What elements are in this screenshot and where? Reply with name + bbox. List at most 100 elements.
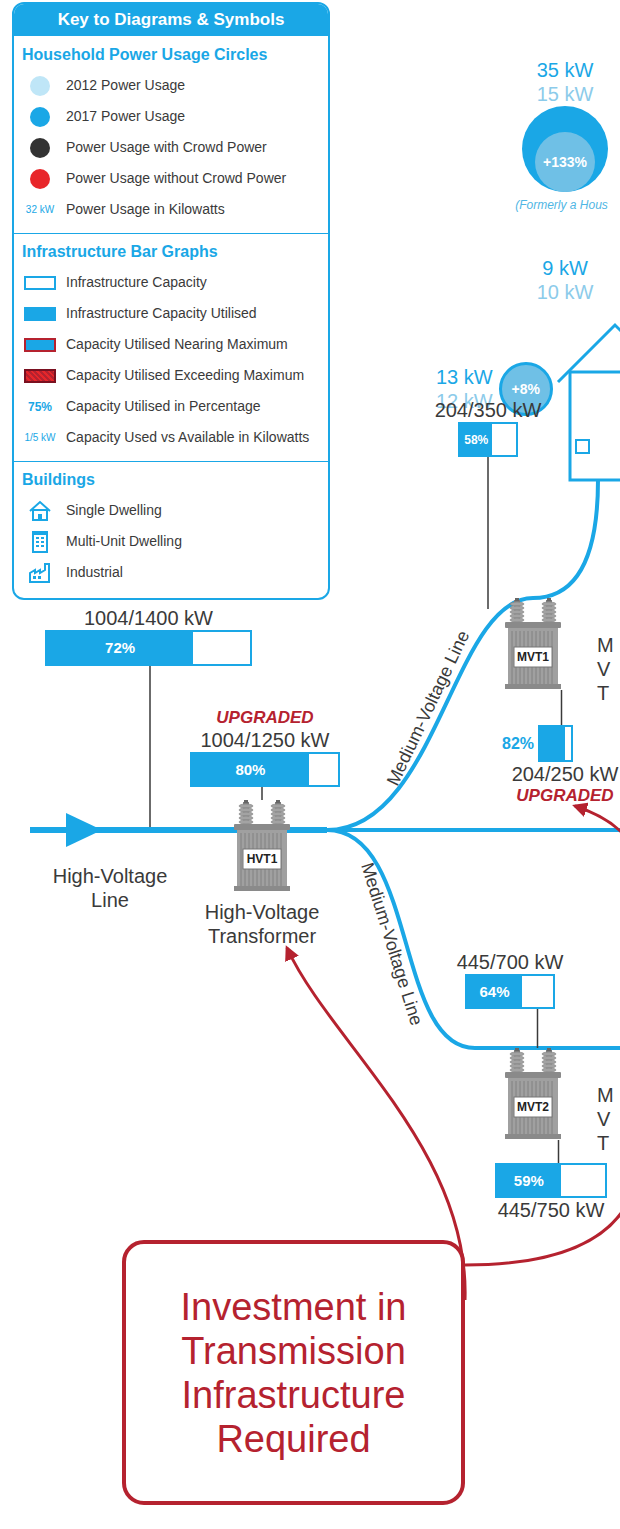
legend-sample [20, 70, 60, 101]
graphic-part [38, 576, 41, 579]
percent-label: 80% [192, 761, 309, 779]
graphic-part [542, 602, 556, 606]
graphic-part [33, 576, 36, 579]
capacity-bar-graph: 204/350 kW58% [428, 398, 548, 457]
graphic-part [542, 1060, 556, 1064]
legend-sample [20, 163, 60, 194]
legend-sample [20, 329, 60, 360]
legend-text: Single Dwelling [66, 495, 162, 526]
capacity-used: 72% [47, 632, 193, 664]
usage-2012-kw: 10 kW [525, 280, 605, 304]
graphic-part [36, 545, 39, 547]
bar-leader [261, 787, 263, 800]
bar-leader [561, 690, 563, 725]
capacity-bar-graph: 445/700 kW64% [450, 950, 570, 1009]
graphic-part [510, 606, 524, 610]
transformer: HVT1High-Voltage Transformer [197, 800, 327, 948]
graphic-part [30, 564, 49, 582]
graphic-part [239, 808, 253, 812]
house-wall [570, 372, 620, 480]
legend-sample-text: 1/5 kW [24, 432, 55, 443]
capacity-value: 1004/1250 kW [190, 728, 340, 752]
graphic-part [239, 804, 253, 808]
medium-voltage-line [327, 828, 620, 832]
graphic-part [32, 531, 48, 534]
transformer-icon: MVT1 [505, 598, 561, 690]
graphic-part [505, 1072, 561, 1078]
legend-divider [14, 461, 328, 462]
bar-row: 80% [190, 752, 340, 787]
legend-sample [20, 101, 60, 132]
graphic-part [28, 500, 52, 522]
legend-sample-text: 32 kW [26, 204, 54, 215]
callout-box: Investment in Transmission Infrastructur… [122, 1240, 465, 1505]
transformer-graphic [505, 1048, 561, 1140]
medium-voltage-line [327, 830, 533, 1048]
legend-row: Industrial [14, 557, 328, 588]
legend-row: Infrastructure Capacity Utilised [14, 298, 328, 329]
legend-text: Capacity Utilised Nearing Maximum [66, 329, 288, 360]
percent-label: 58% [460, 431, 492, 449]
graphic-part [36, 537, 39, 539]
legend-swatch [30, 169, 50, 189]
legend-row: 2012 Power Usage [14, 70, 328, 101]
graphic-part [505, 684, 561, 689]
legend-text: Infrastructure Capacity Utilised [66, 298, 257, 329]
legend-panel: Key to Diagrams & SymbolsHousehold Power… [12, 2, 330, 600]
legend-row: 32 kWPower Usage in Kilowatts [14, 194, 328, 225]
medium-voltage-line [327, 598, 533, 830]
legend-row: 1/5 kWCapacity Used vs Available in Kilo… [14, 422, 328, 453]
graphic-part [514, 1097, 552, 1117]
capacity-outline-sample [24, 276, 56, 290]
legend-sample [20, 360, 60, 391]
graphic-part [237, 830, 287, 890]
graphic-part [511, 1081, 512, 1135]
legend-sample [20, 298, 60, 329]
legend-text: Power Usage with Crowd Power [66, 132, 267, 163]
transformer-id: MVT1 [514, 647, 552, 667]
graphic-part [505, 622, 561, 628]
graphic-part [271, 816, 285, 820]
transformer-id: MVT2 [514, 1097, 552, 1117]
legend-swatch [24, 307, 56, 321]
graphic-part [36, 541, 39, 543]
legend-sample: 75% [20, 391, 60, 422]
graphic-part [271, 820, 285, 824]
graphic-part [41, 537, 44, 539]
graphic-part [244, 800, 248, 803]
percent-label: 59% [497, 1172, 561, 1190]
legend-swatch [30, 107, 50, 127]
transformer-name: M V T [597, 633, 617, 705]
legend-sample [20, 132, 60, 163]
graphic-part [542, 1052, 556, 1056]
graphic-part [508, 1078, 558, 1138]
capacity-used: 64% [467, 976, 522, 1007]
graphic-part [239, 812, 253, 816]
capacity-bar-graph: 82%204/250 kWUPGRADED [500, 725, 620, 806]
legend-row: Multi-Unit Dwelling [14, 526, 328, 557]
graphic-part [508, 628, 558, 688]
legend-text: Infrastructure Capacity [66, 267, 207, 298]
callout-text: Investment in Transmission Infrastructur… [142, 1285, 445, 1461]
legend-text: Power Usage without Crowd Power [66, 163, 286, 194]
usage-circle: +133% [522, 106, 608, 192]
legend-swatch [30, 76, 50, 96]
graphic-part [547, 598, 551, 601]
usage-note: (Formerly a Hous [505, 198, 618, 212]
legend-sample [20, 495, 60, 526]
transformer-icon: MVT2 [505, 1048, 561, 1140]
capacity-value: 445/750 kW [490, 1198, 612, 1222]
graphic-part [542, 1068, 556, 1072]
graphic-part [542, 1056, 556, 1060]
usage-2017-kw: 9 kW [525, 256, 605, 280]
graphic-part [276, 800, 280, 803]
usage-2017-kw: 35 kW [515, 58, 615, 82]
line-name: Medium-Voltage Line [375, 613, 481, 803]
transformer: MVT1M V T [505, 598, 618, 690]
graphic-part [542, 610, 556, 614]
graphic-part [505, 1134, 561, 1139]
percent-label: 72% [47, 639, 193, 657]
graphic-part [239, 816, 253, 820]
graphic-part [510, 1052, 524, 1056]
graphic-part [38, 514, 42, 520]
